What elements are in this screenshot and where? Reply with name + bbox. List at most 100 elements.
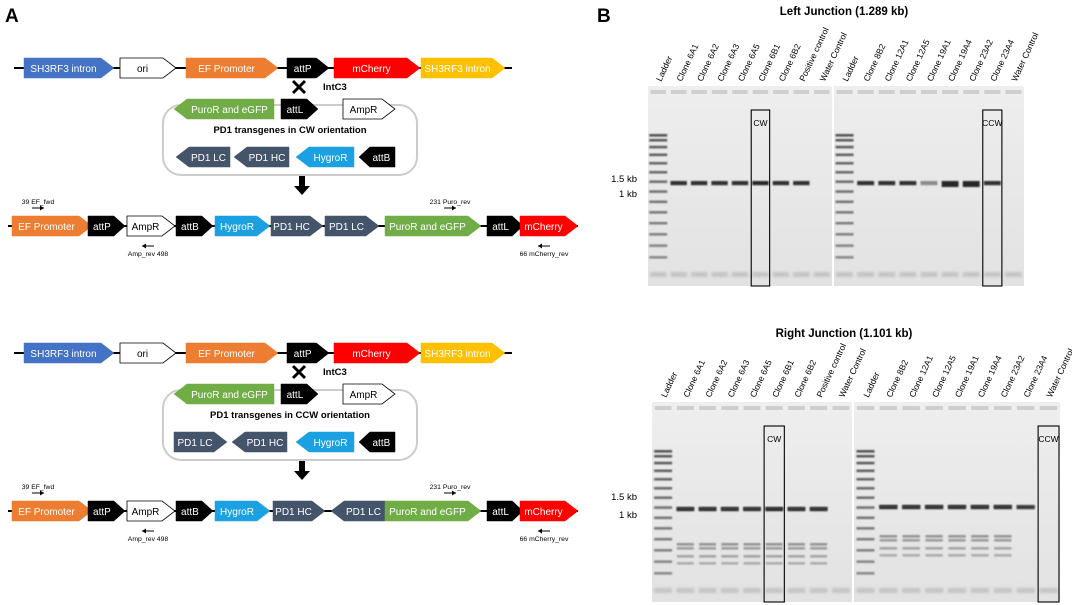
nonspecific-band: [788, 547, 805, 550]
primer-dimer: [879, 588, 898, 593]
gel-well: [721, 406, 739, 410]
nonspecific-band: [699, 507, 716, 510]
ladder-band: [649, 256, 668, 259]
gel-well: [670, 90, 687, 94]
primer-dimer: [650, 272, 667, 277]
nonspecific-band: [994, 535, 1012, 538]
primer-dimer: [920, 272, 938, 277]
nonspecific-band: [743, 507, 761, 510]
nonspecific-band: [676, 543, 694, 546]
primer-dimer: [1016, 588, 1035, 593]
nonspecific-band: [721, 555, 739, 558]
gel-well: [984, 90, 1001, 94]
primer-dimer: [698, 588, 717, 593]
nonspecific-band: [971, 505, 989, 508]
plasmid-puro-egfp-label: PuroR and eGFP: [191, 390, 268, 401]
ladder-band: [654, 527, 673, 530]
ladder-band: [835, 190, 854, 193]
plasmid-attl-label: attL: [287, 390, 304, 401]
integrated-ampr: AmpR: [126, 500, 176, 522]
ladder-band: [835, 138, 854, 142]
plasmid-attb: attB: [358, 431, 396, 453]
integrated-attb: attB: [175, 500, 214, 522]
plasmid-ampr: AmpR: [342, 383, 396, 405]
primer-puro-rev: 231 Puro_rev: [430, 484, 471, 496]
gel-well: [743, 406, 761, 410]
ladder-band: [835, 170, 854, 174]
nonspecific-band: [925, 535, 943, 538]
primer-dimer: [857, 272, 875, 277]
integrated-pd1-hc-label: PD1 HC: [273, 222, 310, 233]
mcherry-label: mCherry: [352, 349, 390, 360]
pcr-band: [711, 181, 728, 186]
ladder-band: [856, 527, 875, 530]
plasmid-puro-egfp-label: PuroR and eGFP: [191, 105, 268, 116]
integrated-attb-label: attB: [181, 222, 199, 233]
nonspecific-band: [810, 543, 828, 546]
primer-dimer: [836, 272, 853, 277]
nonspecific-band: [902, 554, 920, 557]
integrated-puro-egfp: PuroR and eGFP: [384, 215, 482, 237]
nonspecific-band: [743, 543, 761, 546]
highlight-box: [750, 109, 771, 287]
primer-dimer: [947, 588, 967, 593]
ladder-band: [654, 560, 673, 563]
nonspecific-band: [925, 505, 943, 508]
primer-dimer: [787, 588, 806, 593]
highlight-box: [982, 109, 1003, 287]
nonspecific-band: [879, 535, 898, 538]
integrated-mcherry-label: mCherry: [524, 222, 562, 233]
primer-dimer: [731, 272, 749, 277]
highlight-box-label: CCW: [1038, 434, 1058, 444]
nonspecific-band: [971, 535, 989, 538]
gel-well: [832, 406, 850, 410]
primer-amp-rev-label: Amp_rev 498: [128, 251, 169, 258]
primer-ef-fwd: 39 EF_fwd: [22, 199, 54, 211]
integrase-label: IntC3: [323, 82, 347, 93]
highlight-box-label: CW: [753, 118, 767, 128]
sh3rf3-intron-left-label: SH3RF3 intron: [30, 64, 96, 75]
integrated-attl: attL: [486, 500, 524, 522]
nonspecific-band: [676, 562, 694, 565]
ladder-band: [835, 244, 854, 247]
ladder-band: [649, 145, 668, 149]
integrated-attb: attB: [175, 215, 214, 237]
integrated-pd1-hc-label: PD1 HC: [275, 507, 312, 518]
nonspecific-band: [902, 535, 920, 538]
gel-well: [902, 406, 920, 410]
integrated-attp-label: attP: [93, 507, 111, 518]
ladder-band: [654, 450, 673, 453]
primer-dimer: [941, 272, 959, 277]
primer-ef-fwd-label: 39 EF_fwd: [22, 484, 55, 491]
ef-promoter-label: EF Promoter: [198, 64, 255, 75]
gel-well: [773, 90, 789, 94]
gel-well: [857, 90, 874, 94]
ladder-band: [856, 496, 875, 500]
primer-dimer: [743, 588, 761, 593]
gel-well: [1016, 406, 1035, 410]
ladder-band: [835, 211, 854, 214]
primer-mcherry-rev-label: 66 mCherry_rev: [520, 536, 569, 543]
highlight-box-label: CCW: [982, 118, 1002, 128]
primer-dimer: [878, 272, 896, 277]
primer-dimer: [856, 588, 875, 593]
primer-amp-rev: Amp_rev 498: [128, 528, 168, 543]
ladder-band: [835, 256, 854, 259]
plasmid-pd1-lc: PD1 LC: [173, 431, 228, 453]
nonspecific-band: [810, 562, 828, 565]
gel-well: [1005, 90, 1022, 94]
nonspecific-band: [948, 539, 966, 542]
gel-well: [920, 90, 938, 94]
attp-site-label: attP: [294, 64, 312, 75]
primer-dimer: [809, 588, 828, 593]
gel-well: [793, 90, 810, 94]
integrated-pd1-lc-label: PD1 LC: [346, 507, 381, 518]
sh3rf3-intron-left: SH3RF3 intron: [23, 342, 115, 364]
nonspecific-band: [948, 547, 966, 550]
plasmid-pd1-lc: PD1 LC: [175, 146, 231, 168]
ladder-band: [856, 477, 875, 481]
primer-puro-rev: 231 Puro_rev: [430, 199, 471, 211]
ladder-band: [654, 461, 673, 465]
